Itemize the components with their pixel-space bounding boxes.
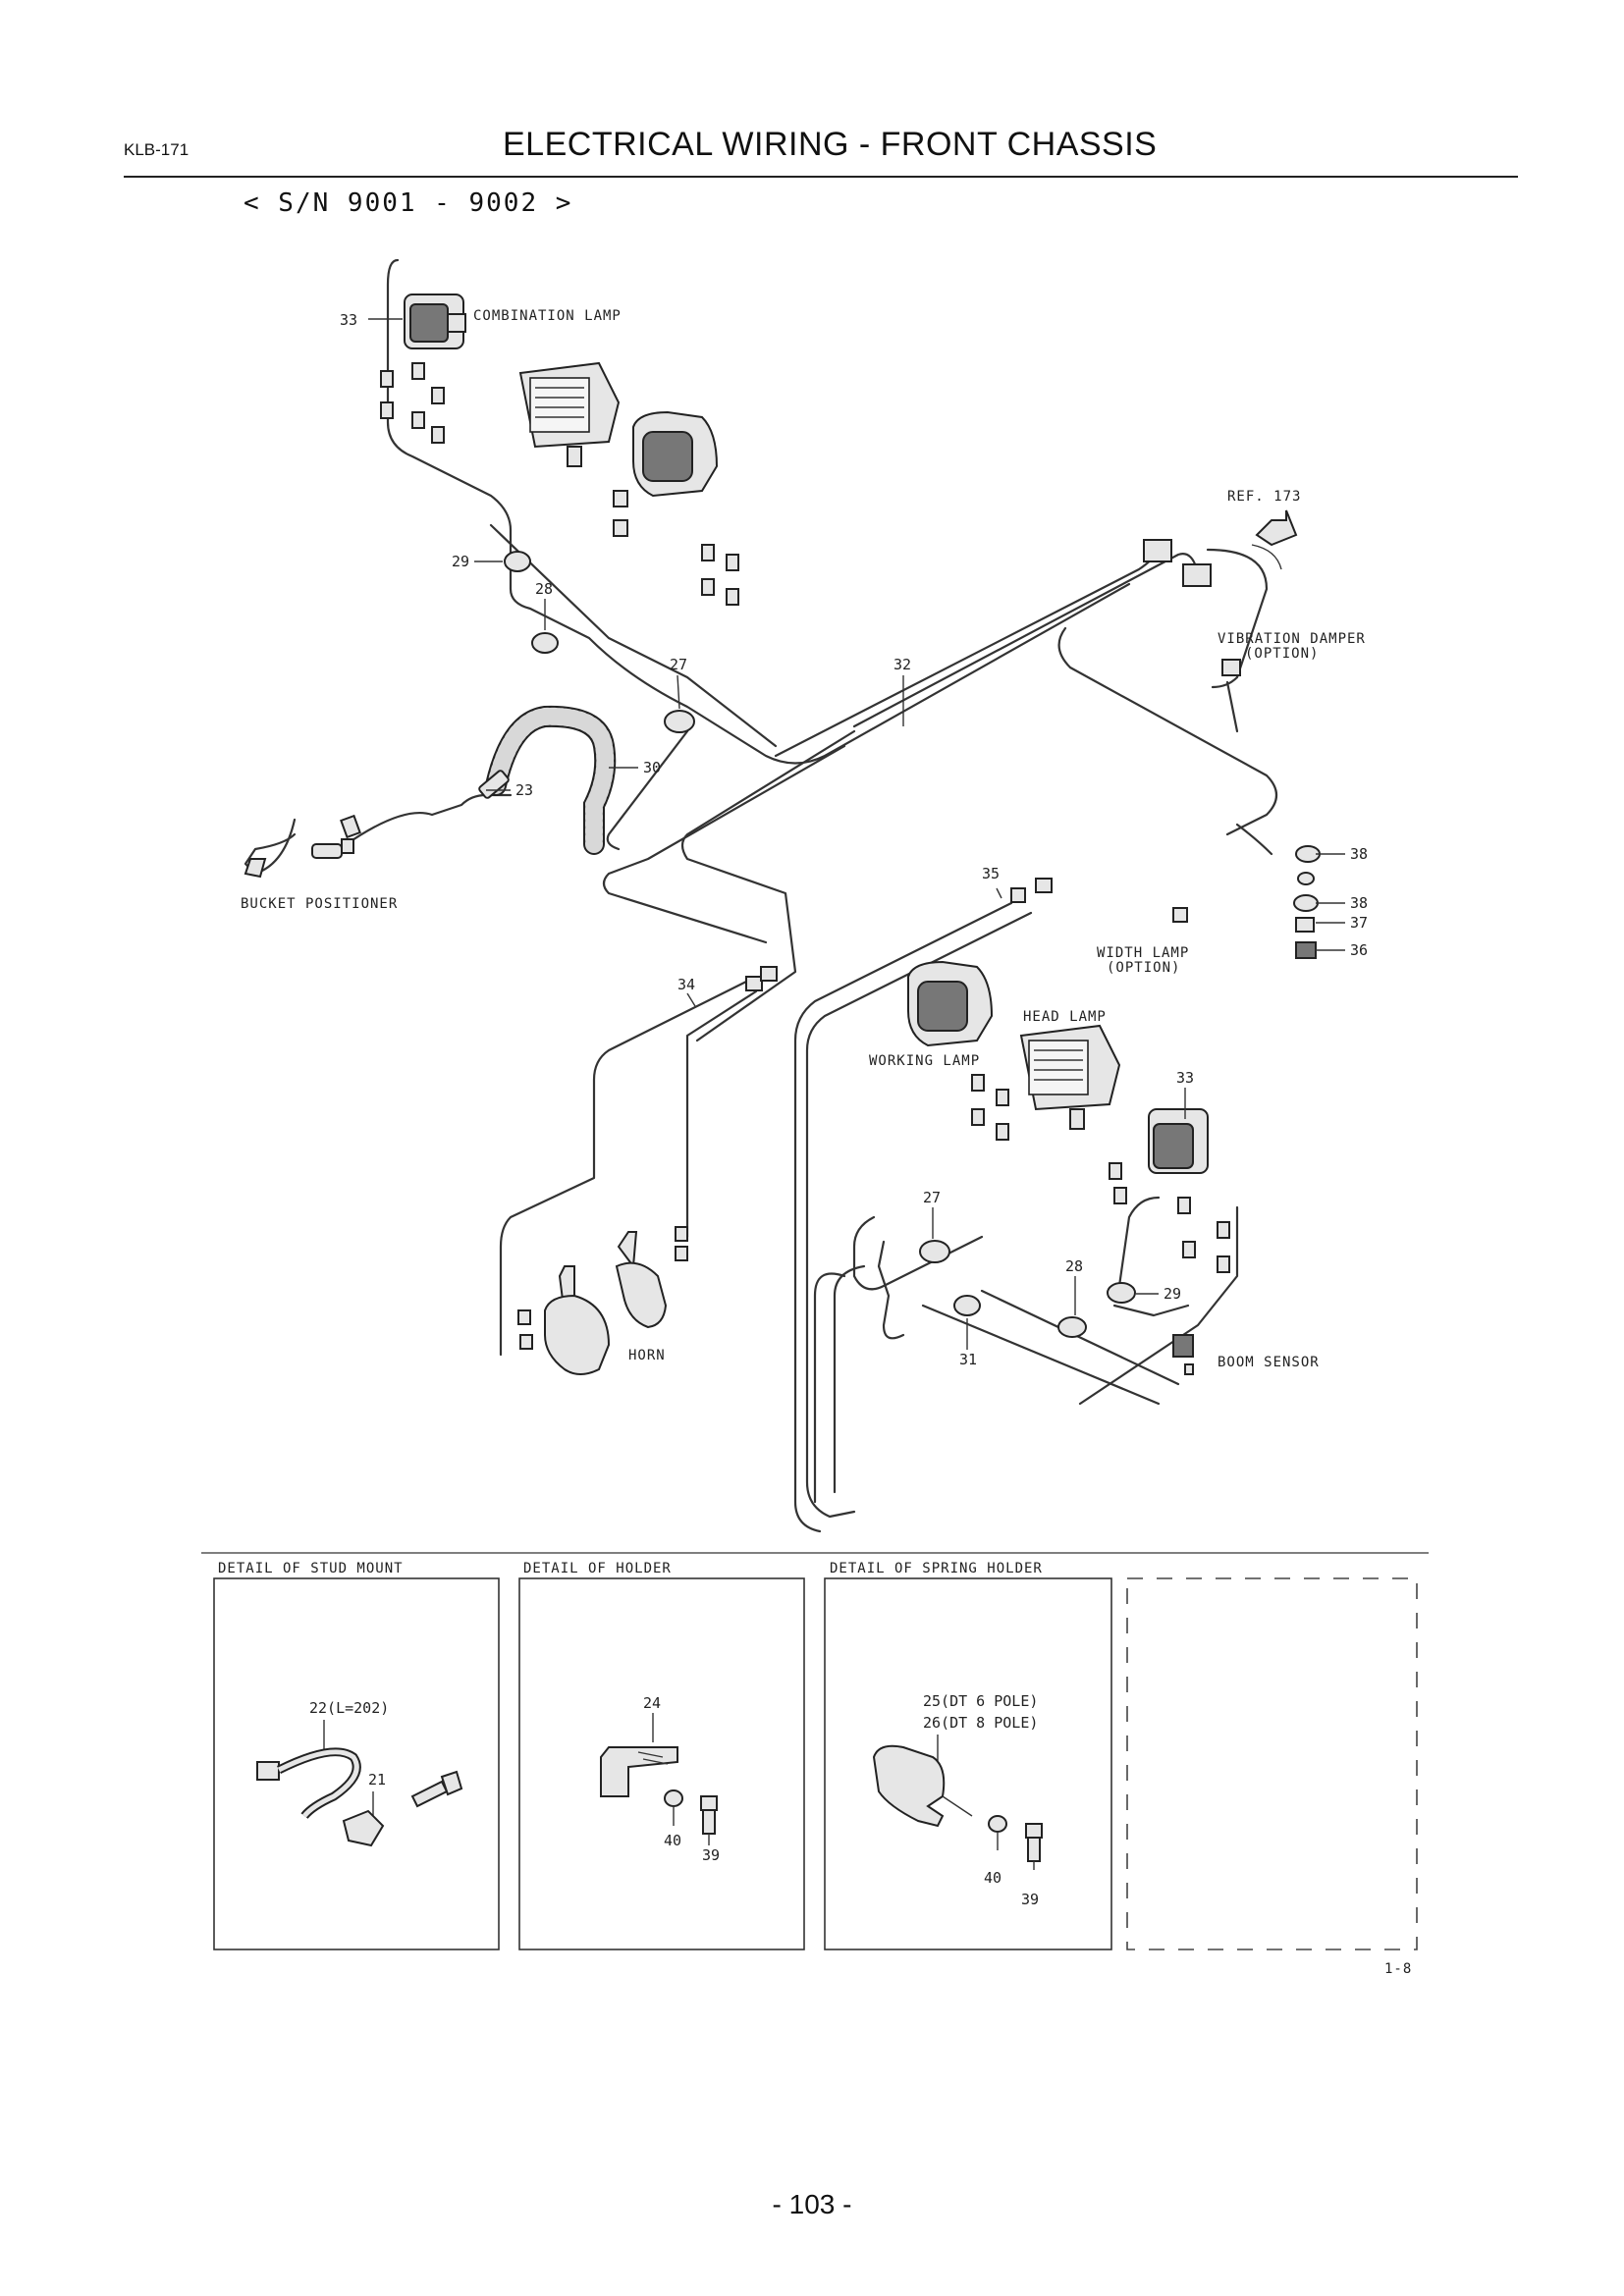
- connectors-upper-right: [1143, 509, 1298, 676]
- label-combination-lamp: COMBINATION LAMP: [473, 308, 622, 324]
- fasteners-right: [1293, 845, 1321, 959]
- connectors-top: [380, 362, 739, 606]
- detail-holder-part-24: 24: [643, 1694, 661, 1712]
- callout-34: 34: [677, 976, 695, 993]
- document-code: KLB-171: [124, 140, 189, 159]
- callout-31: 31: [959, 1351, 977, 1368]
- detail-spring-holder-part-39: 39: [1021, 1891, 1039, 1908]
- callout-23: 23: [515, 781, 533, 799]
- label-width-lamp: WIDTH LAMP: [1097, 945, 1189, 961]
- callout-33-top: 33: [340, 311, 357, 329]
- label-vibration-damper: VIBRATION DAMPER: [1218, 631, 1366, 647]
- callout-29-top: 29: [452, 553, 469, 570]
- callout-38-b: 38: [1350, 894, 1368, 912]
- connectors-lower: [971, 1074, 1230, 1273]
- callout-27-top: 27: [670, 656, 687, 673]
- detail-stud-mount-title: DETAIL OF STUD MOUNT: [218, 1561, 404, 1576]
- grommets-lower: [919, 1240, 1136, 1338]
- callout-38-a: 38: [1350, 845, 1368, 863]
- callout-30: 30: [643, 759, 661, 776]
- label-head-lamp: HEAD LAMP: [1023, 1009, 1107, 1025]
- horn: [517, 1226, 688, 1375]
- detail-spring-holder: DETAIL OF SPRING HOLDER 25(DT 6 POLE) 26…: [824, 1561, 1112, 1950]
- callout-35: 35: [982, 865, 1000, 882]
- callout-36: 36: [1350, 941, 1368, 959]
- title-rule: [124, 176, 1518, 178]
- grommets-top: [504, 551, 695, 733]
- callout-28-lower: 28: [1065, 1257, 1083, 1275]
- detail-stud-mount: DETAIL OF STUD MOUNT 22(L=202) 21: [213, 1561, 500, 1950]
- page-number: - 103 -: [772, 2189, 852, 2219]
- detail-holder-part-39: 39: [702, 1846, 720, 1864]
- label-width-lamp-option: (OPTION): [1107, 960, 1180, 976]
- working-lamp-lower: [907, 960, 994, 1047]
- head-lamp-top: [518, 361, 621, 467]
- detail-holder: DETAIL OF HOLDER 24 40 39: [518, 1561, 805, 1950]
- conduit-30: [485, 705, 617, 855]
- figure-code: 1-8: [1384, 1961, 1412, 1977]
- detail-spring-holder-title: DETAIL OF SPRING HOLDER: [830, 1561, 1043, 1576]
- combination-lamp-top: [404, 294, 466, 349]
- detail-stud-mount-part-21: 21: [368, 1771, 386, 1789]
- detail-spring-holder-part-40: 40: [984, 1869, 1001, 1887]
- callout-29-lower: 29: [1164, 1285, 1181, 1303]
- callout-28-top: 28: [535, 580, 553, 598]
- page-title: ELECTRICAL WIRING - FRONT CHASSIS: [503, 126, 1158, 163]
- detail-holder-part-40: 40: [664, 1832, 681, 1849]
- callout-32: 32: [893, 656, 911, 673]
- bucket-positioner: [244, 770, 510, 879]
- label-working-lamp: WORKING LAMP: [869, 1053, 980, 1069]
- label-bucket-positioner: BUCKET POSITIONER: [241, 896, 398, 912]
- callout-37: 37: [1350, 914, 1368, 932]
- detail-empty-dashed: [1126, 1577, 1418, 1950]
- working-lamp-top: [632, 410, 719, 498]
- connectors-35: [745, 878, 1188, 991]
- detail-spring-holder-part-26: 26(DT 8 POLE): [923, 1714, 1038, 1732]
- label-ref: REF. 173: [1227, 489, 1301, 505]
- detail-spring-holder-part-25: 25(DT 6 POLE): [923, 1692, 1038, 1710]
- boom-sensor: [1172, 1334, 1194, 1375]
- combination-lamp-lower: [1148, 1108, 1209, 1174]
- callout-27-lower: 27: [923, 1189, 941, 1206]
- head-lamp-lower: [1019, 1024, 1121, 1130]
- detail-holder-title: DETAIL OF HOLDER: [523, 1561, 672, 1576]
- leader-lines: [368, 318, 1345, 1350]
- detail-stud-mount-part-22: 22(L=202): [309, 1699, 389, 1717]
- main-harness: [244, 258, 1278, 1533]
- label-horn: HORN: [628, 1348, 666, 1363]
- callout-33-lower: 33: [1176, 1069, 1194, 1087]
- label-boom-sensor: BOOM SENSOR: [1218, 1355, 1320, 1370]
- label-vibration-damper-option: (OPTION): [1245, 646, 1319, 662]
- serial-range: < S/N 9001 - 9002 >: [244, 188, 573, 218]
